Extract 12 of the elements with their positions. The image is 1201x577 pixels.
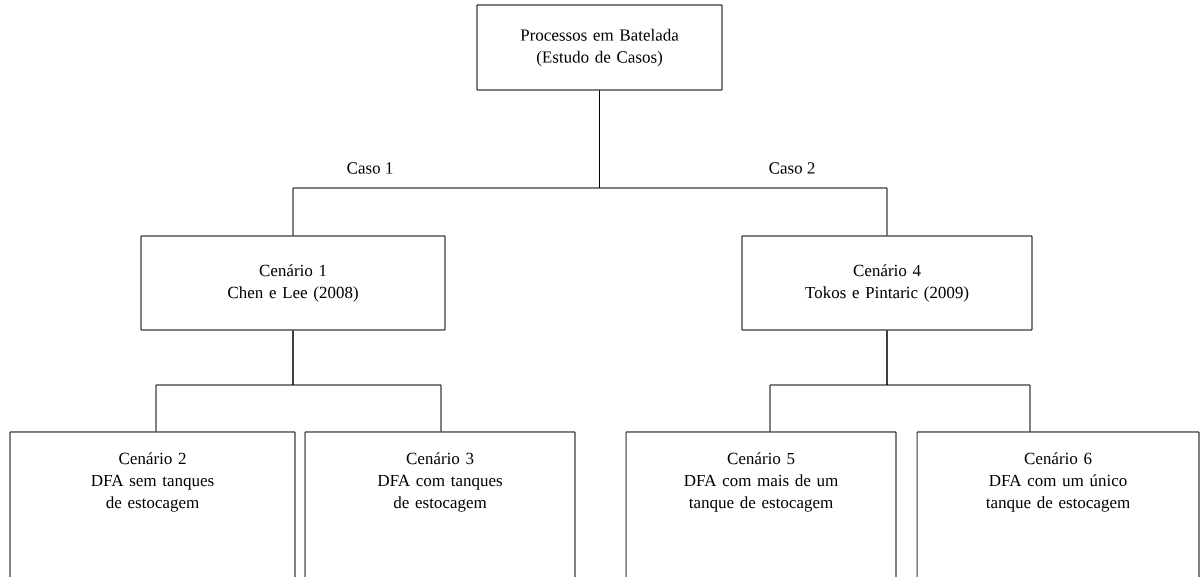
scenario-box: Cenário 2 DFA sem tanques de estocagem bbox=[9, 431, 296, 577]
connector bbox=[886, 330, 1031, 432]
scenario-box: Cenário 3 DFA com tanques de estocagem bbox=[304, 431, 576, 577]
edge-label: Caso 2 bbox=[769, 162, 815, 174]
connector bbox=[599, 90, 888, 236]
scenario-box: Cenário 4 Tokos e Pintaric (2009) bbox=[741, 235, 1033, 331]
root-box: Processos em Batelada (Estudo de Casos) bbox=[476, 4, 723, 91]
edge-label: Caso 1 bbox=[347, 162, 393, 174]
scenario-box: Cenário 5 DFA com mais de um tanque de estocagem bbox=[625, 431, 897, 577]
scenario-box: Cenário 1 Chen e Lee (2008) bbox=[140, 235, 446, 331]
connector bbox=[292, 330, 442, 432]
scenario-box: Cenário 6 DFA com um único tanque de estocagem bbox=[916, 431, 1200, 577]
